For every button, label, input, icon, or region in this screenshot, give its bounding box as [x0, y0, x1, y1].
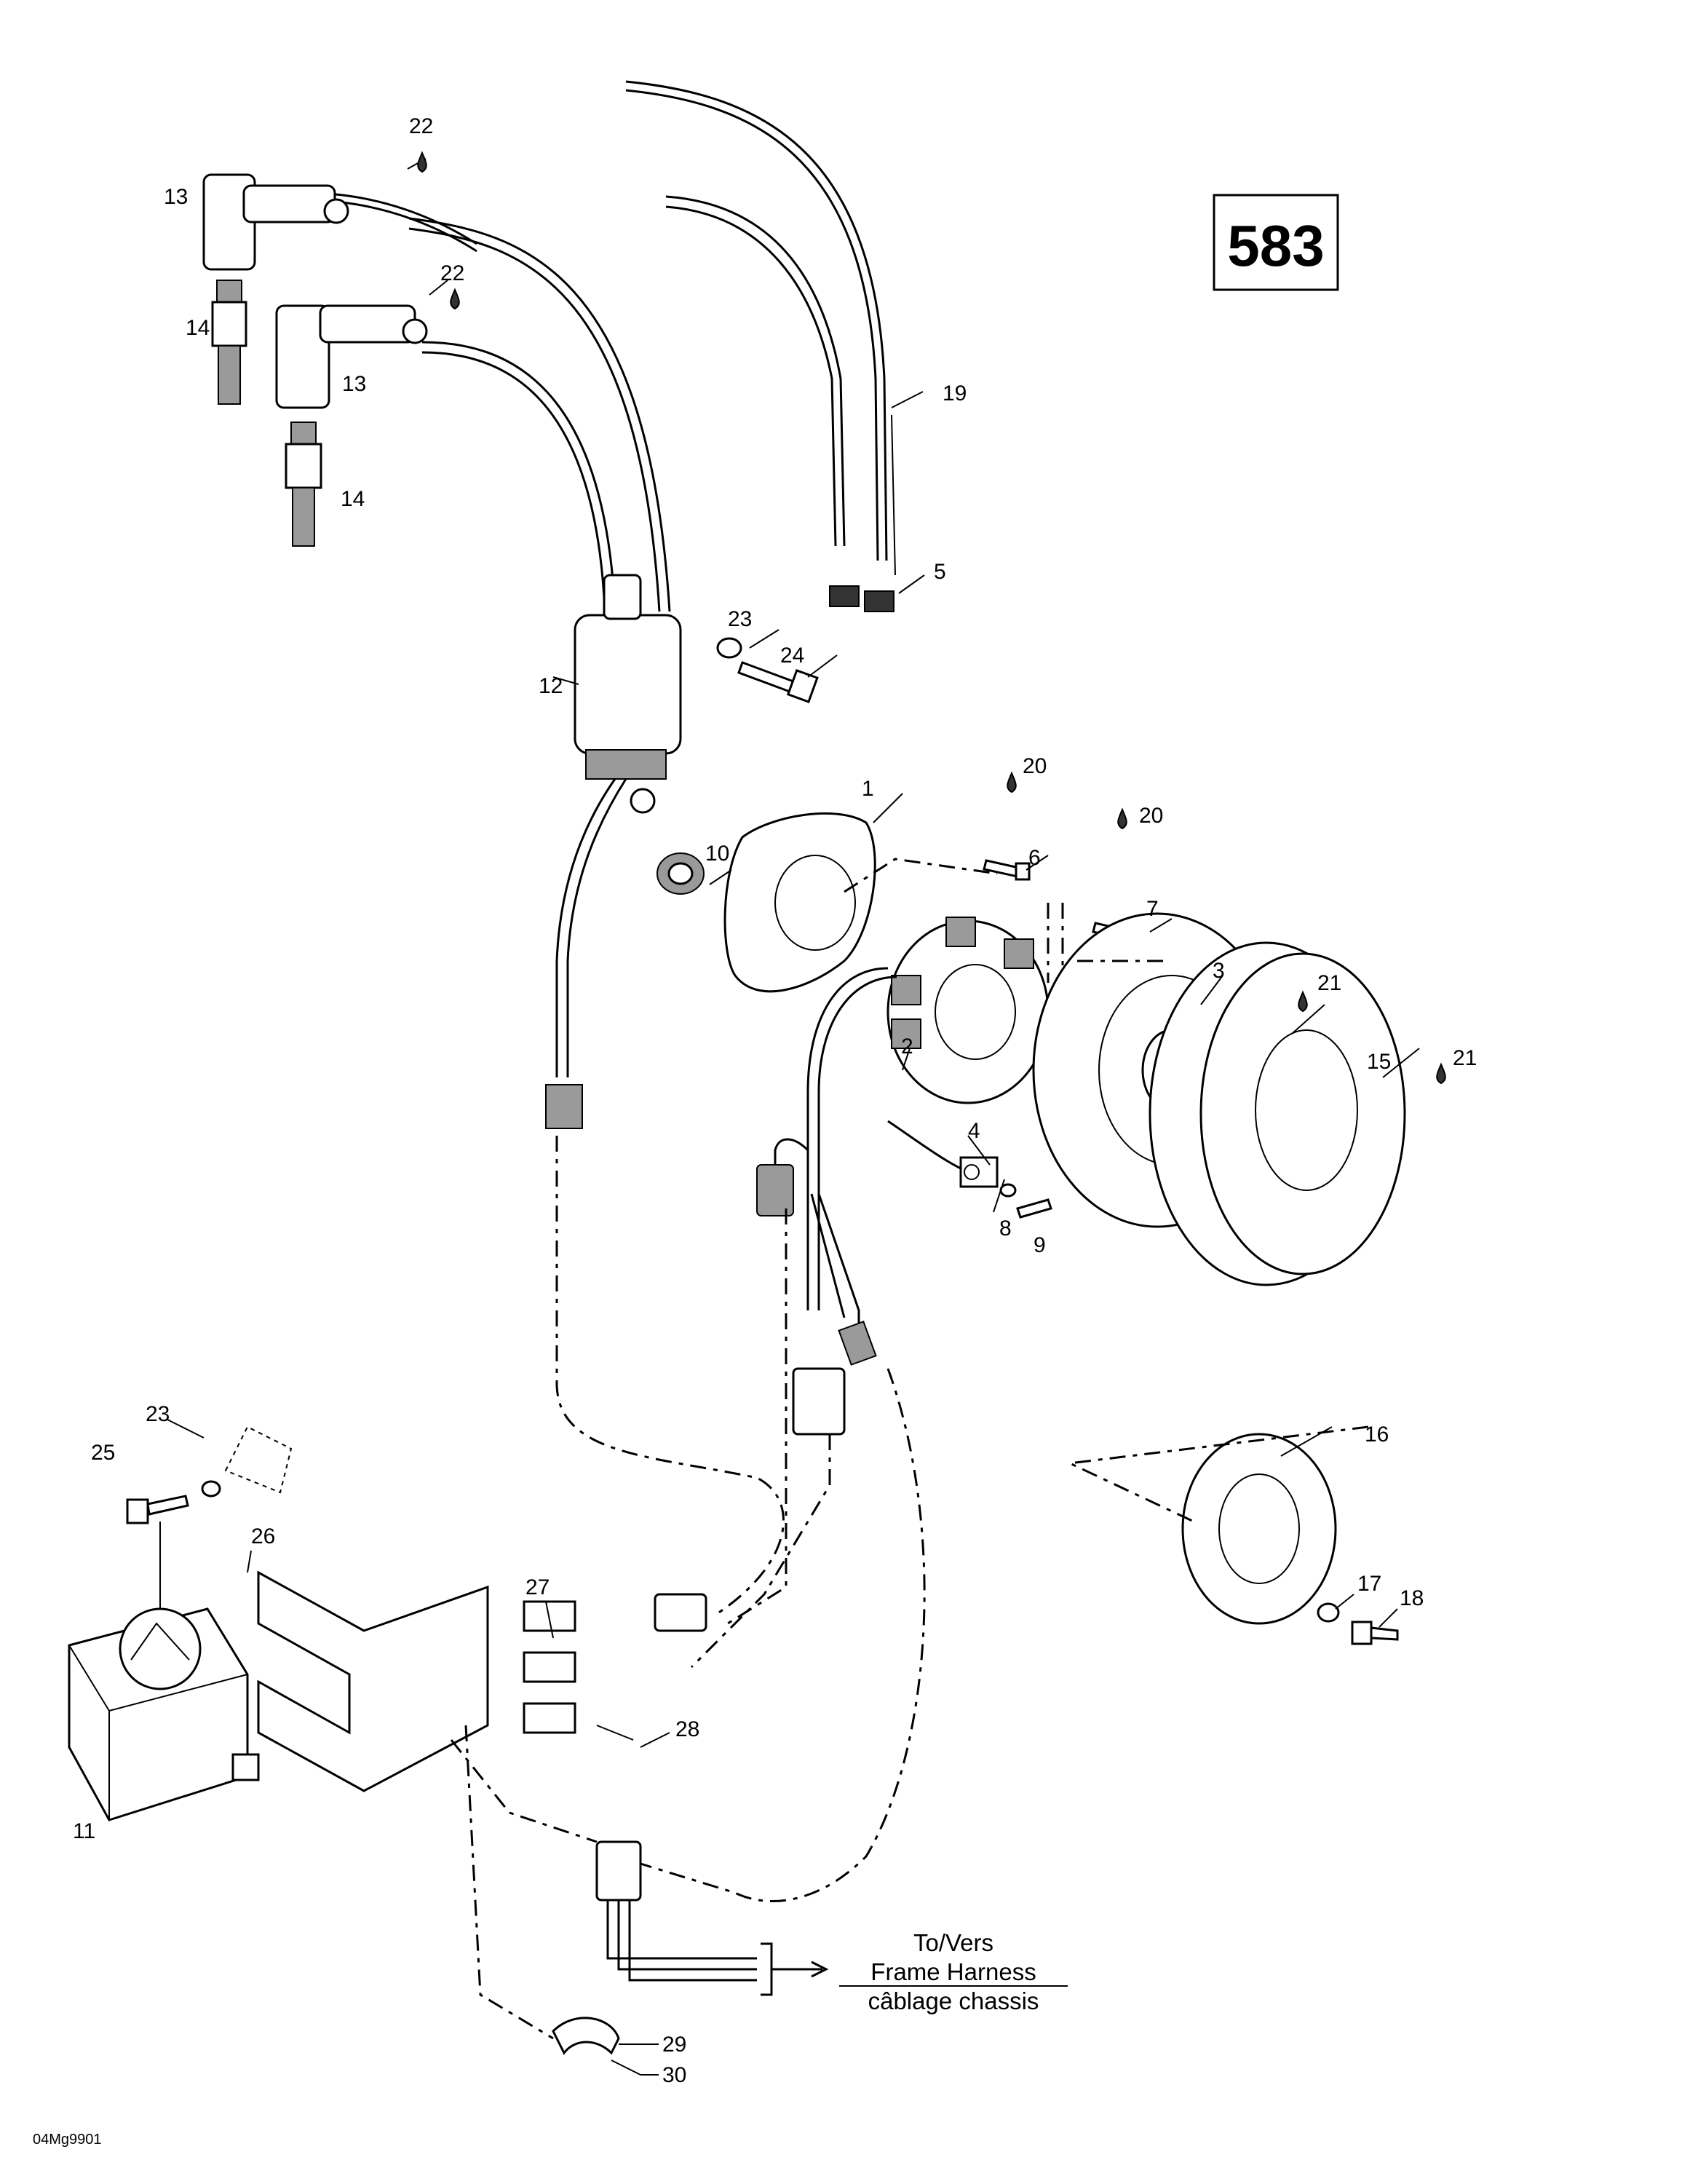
- drop-icon: [1117, 807, 1127, 830]
- callout-19: 19: [943, 381, 967, 405]
- destination-line3: câblage chassis: [868, 1987, 1039, 2014]
- callout-30: 30: [662, 2063, 686, 2087]
- callout-4: 4: [968, 1119, 980, 1143]
- clip-27b: [523, 1651, 576, 1683]
- oil-seal: [656, 852, 705, 895]
- callout-6: 6: [1028, 846, 1041, 870]
- callout-23b: 23: [146, 1402, 170, 1426]
- callout-16: 16: [1365, 1423, 1389, 1447]
- callout-14a: 14: [186, 316, 210, 340]
- ignition-coil: [545, 574, 682, 1129]
- frame-tab: [224, 1425, 293, 1494]
- spark-plug-lower: [285, 422, 322, 547]
- destination-line2: Frame Harness: [870, 1958, 1036, 1985]
- trigger-screw: [1016, 1198, 1052, 1219]
- callout-27: 27: [525, 1575, 550, 1599]
- callout-13b: 13: [342, 372, 366, 396]
- washer-23-lower: [201, 1480, 221, 1497]
- callout-15: 15: [1367, 1050, 1391, 1074]
- callout-21b: 21: [1453, 1046, 1477, 1070]
- callout-11: 11: [73, 1819, 95, 1843]
- ignition-module: [68, 1607, 260, 1821]
- callout-20a: 20: [1023, 754, 1047, 778]
- mounting-bracket: [257, 1570, 489, 1792]
- callout-22a: 22: [409, 114, 433, 138]
- callout-12: 12: [539, 674, 563, 698]
- callout-21a: 21: [1317, 971, 1341, 995]
- page-code-box: 583: [1213, 194, 1339, 291]
- callout-20b: 20: [1139, 804, 1163, 828]
- connector-main: [654, 1593, 707, 1632]
- clip-27c: [523, 1702, 576, 1734]
- drop-icon: [1436, 1062, 1446, 1085]
- armature-plate: [723, 812, 876, 993]
- spark-plug-upper: [211, 280, 247, 405]
- leader-lines: [108, 158, 1420, 2076]
- callout-numbers: 1 2 3 4 5 6 7 8 9 10 11 12 13 13 14 14 1…: [73, 114, 1477, 2087]
- ring-gear: [1149, 941, 1406, 1286]
- figure-id: 04Mg9901: [33, 2132, 102, 2148]
- callout-22b: 22: [440, 261, 464, 285]
- drop-icon: [417, 151, 427, 173]
- callout-8: 8: [999, 1216, 1012, 1241]
- page-code: 583: [1227, 213, 1324, 278]
- drop-icon: [450, 288, 460, 310]
- callout-26: 26: [251, 1524, 275, 1548]
- spark-plug-cap-upper: [202, 173, 349, 271]
- washer-upper: [716, 637, 742, 659]
- assembly-lines: [450, 858, 1369, 2040]
- bolt-18: [1351, 1621, 1399, 1645]
- callout-5: 5: [934, 560, 946, 584]
- clamp-29: [552, 2017, 620, 2055]
- bolt-25: [126, 1495, 189, 1524]
- drop-icon: [1298, 990, 1308, 1013]
- wire-clip: [829, 585, 894, 612]
- destination-note: To/Vers Frame Harness câblage chassis: [839, 1929, 1068, 2014]
- callout-23a: 23: [728, 607, 752, 631]
- coil-bolt: [737, 661, 819, 703]
- destination-line1: To/Vers: [913, 1929, 993, 1956]
- callout-17: 17: [1357, 1572, 1381, 1596]
- spark-plug-wires: [305, 80, 888, 612]
- callout-18: 18: [1400, 1586, 1424, 1610]
- callout-9: 9: [1034, 1233, 1046, 1257]
- trigger-coil: [959, 1156, 999, 1188]
- drop-icon: [1007, 771, 1017, 794]
- callout-1: 1: [862, 777, 874, 801]
- screw-6: [983, 859, 1031, 881]
- starter-cup: [1181, 1433, 1337, 1625]
- callout-25: 25: [91, 1441, 115, 1465]
- module-inset: [119, 1522, 202, 1690]
- stator: [886, 917, 1050, 1104]
- callout-28: 28: [675, 1717, 699, 1741]
- lubricant-drops: [417, 151, 1446, 1085]
- callout-2: 2: [901, 1034, 913, 1059]
- callout-14b: 14: [341, 487, 365, 511]
- washer-17: [1317, 1602, 1340, 1623]
- frame-connector: [595, 1840, 829, 1996]
- callout-10: 10: [705, 842, 729, 866]
- spark-plug-cap-lower: [275, 304, 428, 409]
- callout-3: 3: [1213, 959, 1225, 983]
- pin-30: [611, 2060, 641, 2076]
- callout-13a: 13: [164, 185, 188, 209]
- stator-harness: [756, 967, 961, 1436]
- callout-24: 24: [780, 644, 804, 668]
- pin-28: [596, 1725, 634, 1741]
- callout-29: 29: [662, 2033, 686, 2057]
- callout-7: 7: [1146, 897, 1159, 921]
- lock-washer: [999, 1183, 1017, 1198]
